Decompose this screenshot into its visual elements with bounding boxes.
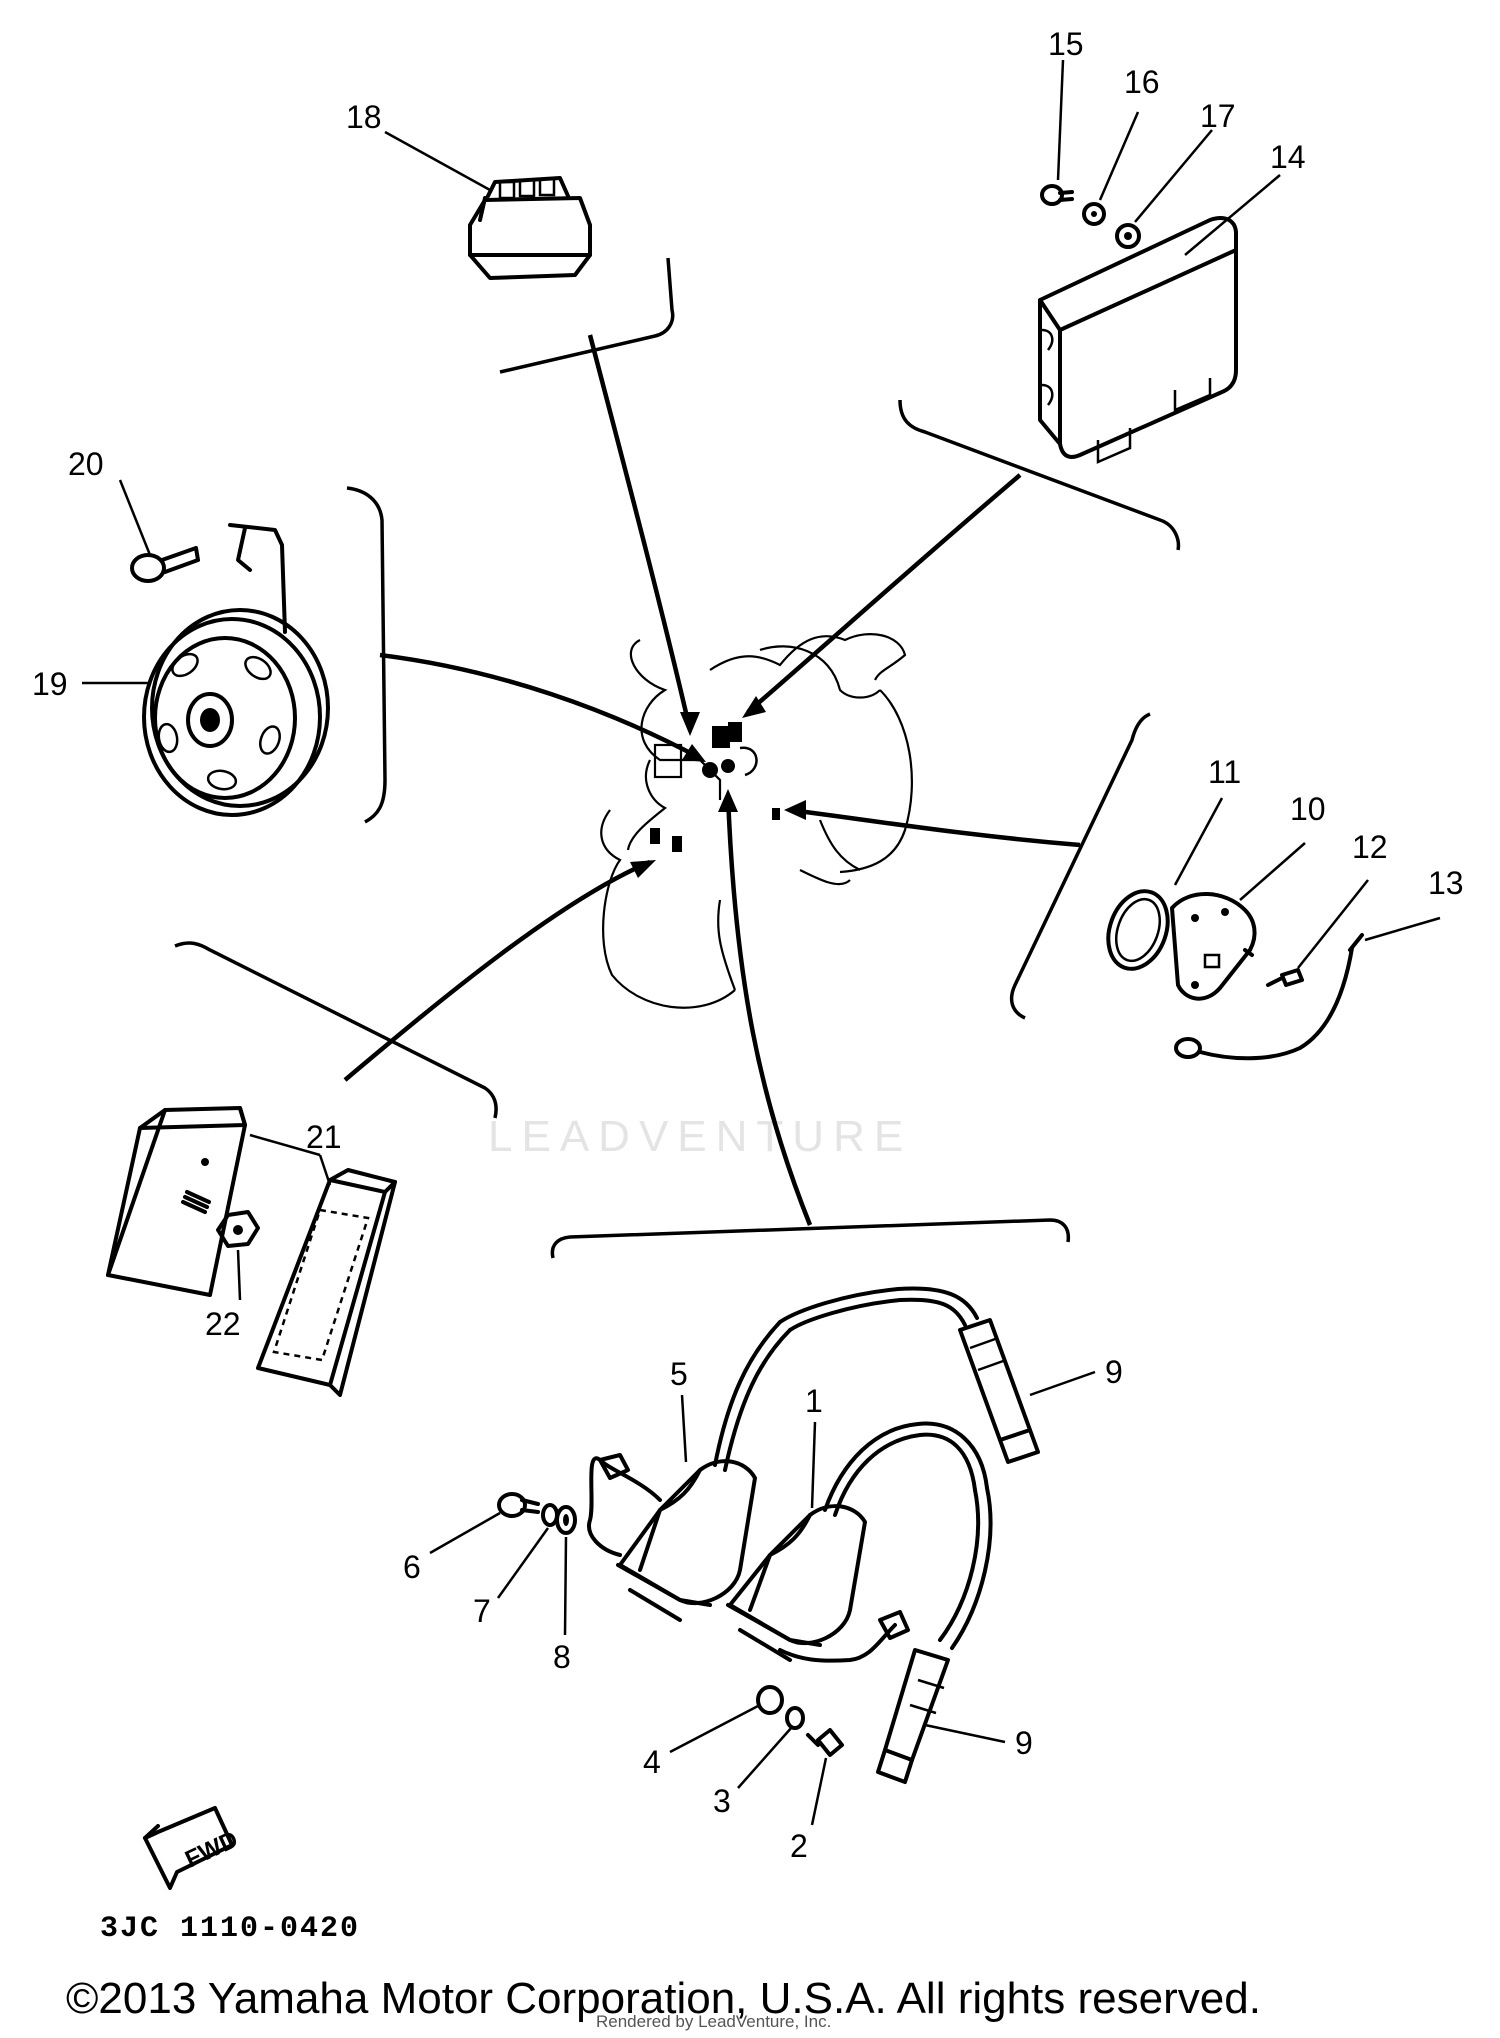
callout-11: 11 xyxy=(1208,754,1241,790)
stud-and-nut-22 xyxy=(181,1190,260,1248)
callout-16: 16 xyxy=(1124,64,1160,100)
plug-cap-9-upper xyxy=(778,1286,1040,1464)
collar-8 xyxy=(555,1505,577,1535)
bolt-20 xyxy=(130,546,200,583)
callout-9-lower: 9 xyxy=(1015,1725,1033,1761)
copyright-notice: ©2013 Yamaha Motor Corporation, U.S.A. A… xyxy=(66,1974,1261,2023)
callout-8: 8 xyxy=(553,1639,571,1675)
reflector-plate-21 xyxy=(106,1106,247,1297)
washer-17 xyxy=(1115,223,1141,249)
collar-4 xyxy=(756,1685,784,1715)
callout-3: 3 xyxy=(713,1783,731,1819)
horn-part xyxy=(142,523,330,817)
plug-cap-9-lower xyxy=(876,1486,993,1784)
sensor-10 xyxy=(1170,892,1257,1001)
cdi-unit-part xyxy=(1038,216,1238,464)
screw-6 xyxy=(497,1492,540,1518)
bolt-15 xyxy=(1040,184,1074,206)
leader-lines xyxy=(82,59,1441,1826)
lead-wire-13 xyxy=(1174,933,1364,1061)
callout-10: 10 xyxy=(1290,791,1326,827)
callout-14: 14 xyxy=(1270,139,1306,175)
coil-wire-5 xyxy=(587,1453,662,1557)
washer-7 xyxy=(541,1503,559,1527)
callout-15: 15 xyxy=(1048,26,1084,62)
coil-wire-1 xyxy=(778,1610,910,1663)
callout-1: 1 xyxy=(805,1383,823,1419)
callout-6: 6 xyxy=(403,1549,421,1585)
ignition-coil-1 xyxy=(726,1421,989,1662)
callout-17: 17 xyxy=(1200,98,1236,134)
callout-21: 21 xyxy=(306,1119,342,1155)
reflector-21 xyxy=(256,1168,397,1397)
callout-19: 19 xyxy=(32,666,68,702)
callout-18: 18 xyxy=(346,99,382,135)
ignition-coil-5 xyxy=(616,1320,792,1622)
link-lines xyxy=(343,334,1081,1226)
diagram-code: 3JC 1110-0420 xyxy=(100,1912,361,1946)
group-brackets xyxy=(174,257,1181,1259)
screw-2 xyxy=(806,1728,844,1757)
callout-13: 13 xyxy=(1428,865,1464,901)
relay-part xyxy=(468,176,592,280)
callout-20: 20 xyxy=(68,446,104,482)
frame-silhouette xyxy=(600,633,913,1009)
fwd-label: FWD xyxy=(181,1826,242,1874)
callout-9-upper: 9 xyxy=(1105,1354,1123,1390)
callout-4: 4 xyxy=(643,1744,661,1780)
screw-12 xyxy=(1266,968,1304,987)
washer-3 xyxy=(785,1706,805,1730)
fwd-arrow: FWD xyxy=(143,1806,242,1890)
callout-22: 22 xyxy=(205,1306,241,1342)
callout-2: 2 xyxy=(790,1828,808,1864)
oring-11 xyxy=(1106,889,1170,971)
callout-12: 12 xyxy=(1352,829,1388,865)
callout-7: 7 xyxy=(473,1593,491,1629)
callout-5: 5 xyxy=(670,1356,688,1392)
washer-16 xyxy=(1082,202,1106,226)
callout-labels: 15 16 17 14 18 20 19 11 10 12 13 21 22 5… xyxy=(32,26,1464,1864)
watermark: LEADVENTURE xyxy=(488,1112,913,1161)
render-credit: Rendered by LeadVenture, Inc. xyxy=(596,2012,832,2031)
